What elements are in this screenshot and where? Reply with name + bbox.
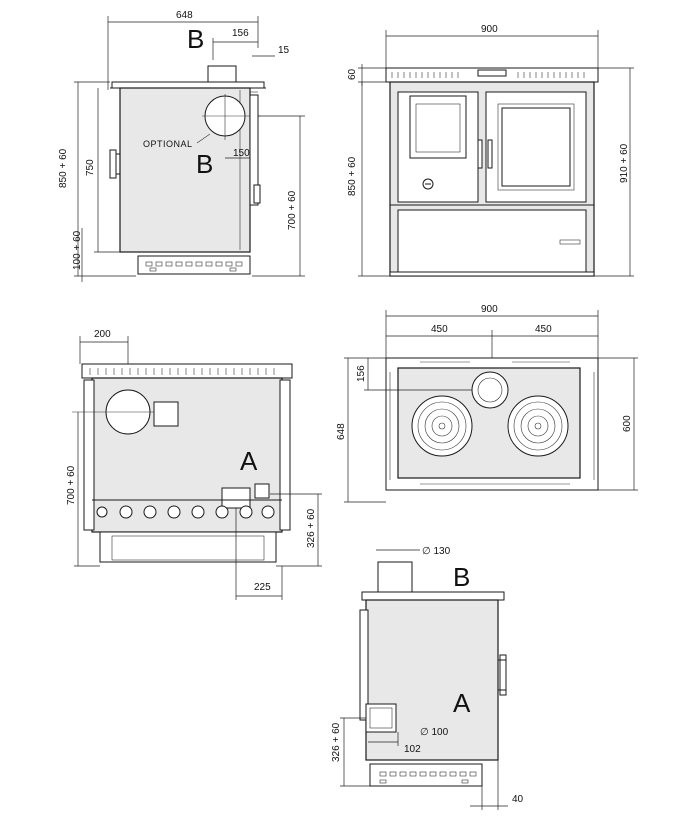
dim-outlet-height: 700 + 60 <box>287 190 298 230</box>
view-side-top-left: 648 156 15 B OPTIONAL B 150 <box>58 10 305 282</box>
dim-top-half-left: 450 <box>431 324 448 335</box>
view-side-bottom: ∅ 130 B A ∅ 100 102 <box>331 546 524 810</box>
dim-rear-outlet-height: 700 + 60 <box>66 465 77 505</box>
flue-ring <box>471 371 509 409</box>
side-flue-pipe <box>377 561 413 593</box>
dim-optional-outlet-offset: 150 <box>233 148 250 159</box>
dim-top-half-right: 450 <box>535 324 552 335</box>
dim-top-width: 900 <box>481 304 498 315</box>
dim-front-height-right: 910 + 60 <box>619 143 630 183</box>
dim-inlet-diameter: ∅ 100 <box>420 727 449 738</box>
dim-rear-socket-offset: 225 <box>254 582 271 593</box>
drawer <box>397 209 587 273</box>
dim-top-rail: 60 <box>347 68 358 80</box>
optional-label: OPTIONAL <box>143 139 193 149</box>
dim-top-depth-inner: 600 <box>622 415 633 432</box>
plinth-side <box>137 255 251 275</box>
dim-foot-height: 100 + 60 <box>72 230 83 270</box>
dim-top-flue-offset: 156 <box>356 365 367 382</box>
dim-flue-diameter: ∅ 130 <box>422 546 451 557</box>
dim-inlet-height: 326 + 60 <box>331 722 342 762</box>
view-top: 900 450 450 <box>336 304 638 503</box>
dim-height-body: 750 <box>85 159 96 176</box>
dim-inlet-offset: 102 <box>404 744 421 755</box>
marker-side-a: A <box>453 688 471 718</box>
dim-rear-socket-height: 326 + 60 <box>306 508 317 548</box>
dim-foot-offset: 40 <box>512 794 524 805</box>
dim-overall-depth: 648 <box>176 10 193 21</box>
marker-b-mid: B <box>196 149 213 179</box>
socket-box <box>221 487 251 509</box>
dim-flue-offset: 156 <box>232 28 249 39</box>
dim-front-height-left: 850 + 60 <box>347 156 358 196</box>
dim-front-width: 900 <box>481 24 498 35</box>
marker-side-b: B <box>453 562 470 592</box>
flue-pipe <box>207 65 237 83</box>
marker-b-top: B <box>187 24 204 54</box>
dim-rear-offset-top: 200 <box>94 329 111 340</box>
rear-vent-holes <box>96 505 275 519</box>
view-rear: 200 A <box>66 329 322 600</box>
dim-top-depth-outer: 648 <box>336 423 347 440</box>
view-front: 900 60 <box>347 24 634 277</box>
rear-cover-plate <box>153 401 179 427</box>
hotplate-left <box>411 395 473 457</box>
marker-rear-a: A <box>240 446 258 476</box>
hotplate-right <box>507 395 569 457</box>
dim-height-total: 850 + 60 <box>58 148 69 188</box>
dim-flue-gap: 15 <box>278 45 290 56</box>
